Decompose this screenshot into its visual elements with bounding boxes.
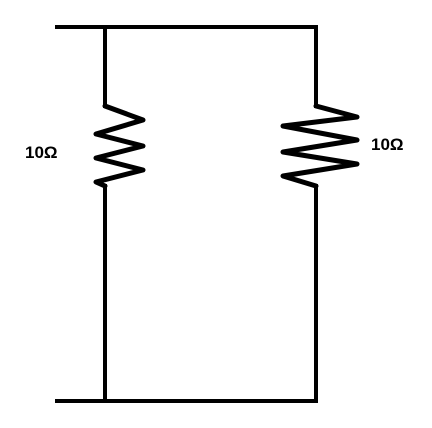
left-resistor	[93, 103, 146, 189]
right-resistor-label: 10Ω	[371, 135, 404, 154]
left-resistor-label: 10Ω	[25, 143, 58, 162]
right-resistor	[280, 103, 360, 189]
